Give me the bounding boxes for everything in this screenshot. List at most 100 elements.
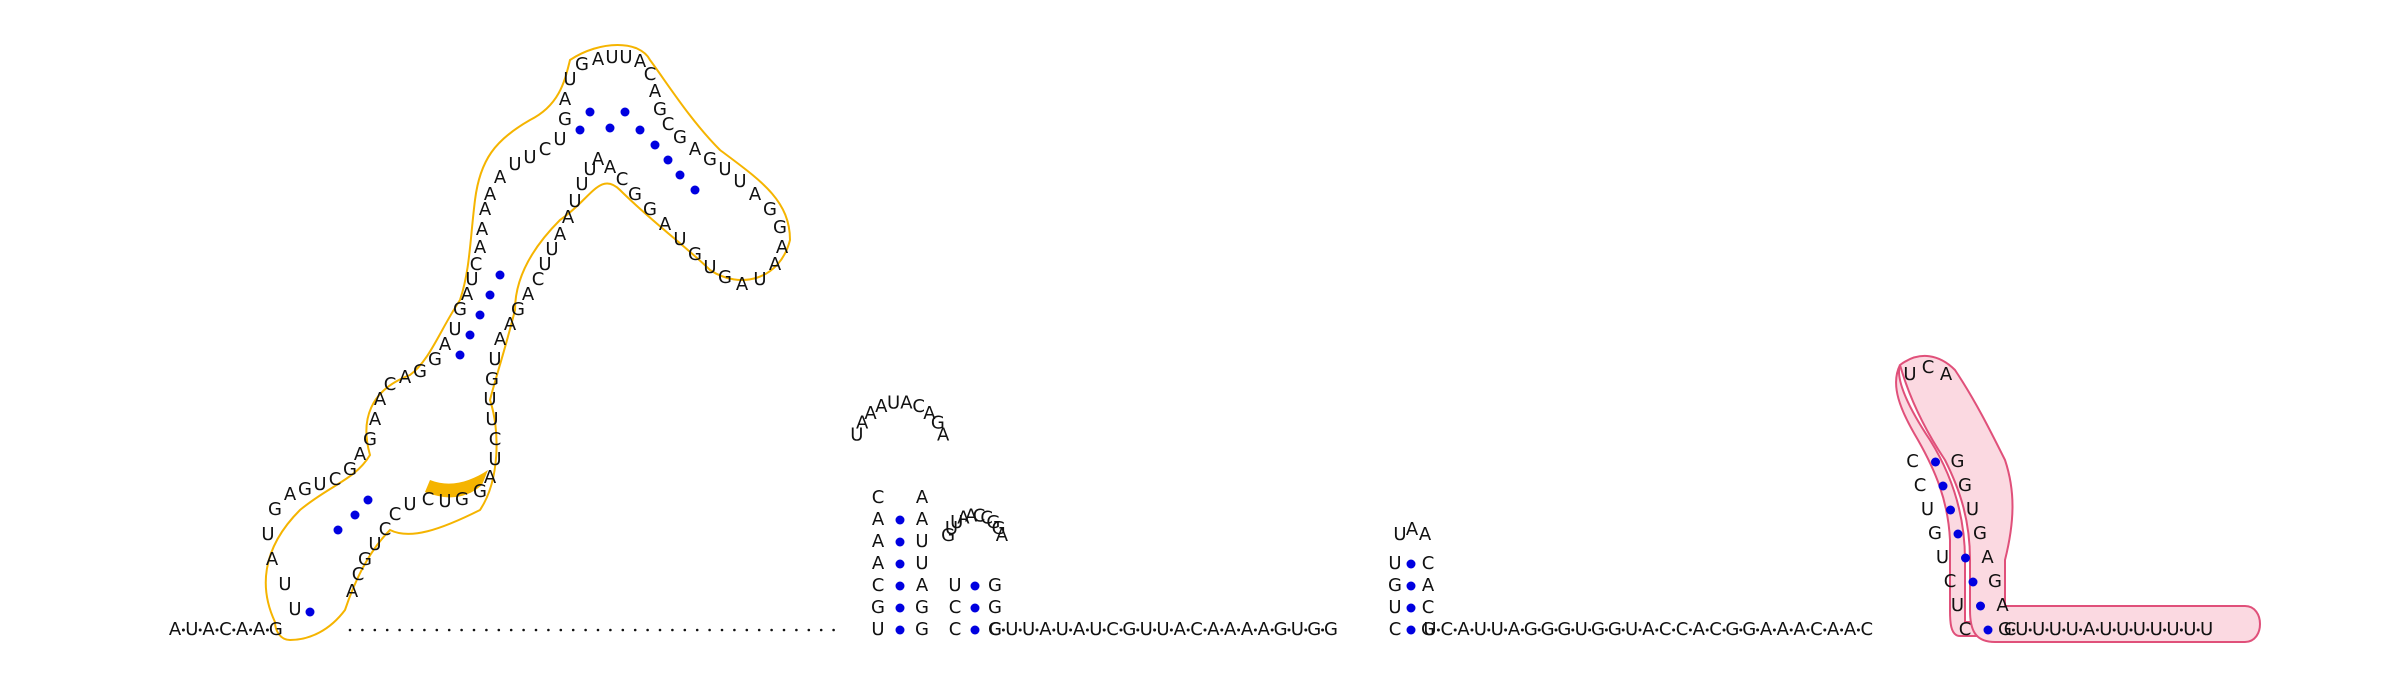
mh3-loop-nt-1: A (1406, 519, 1419, 540)
mh1-left-nt-3: A (872, 553, 885, 574)
left-region-nt-32: U (553, 129, 566, 150)
right-linker-link-15 (1688, 628, 1692, 632)
right-linker-link-17 (1722, 628, 1726, 632)
mh1-loop-nt-7: A (923, 403, 936, 424)
backbone-nt-4: A (236, 619, 249, 640)
mh2-loop-nt-7: G (986, 512, 1000, 533)
mh3-pair-3 (1406, 559, 1416, 569)
mh3-pair-0 (1406, 625, 1416, 635)
left-pair-0 (305, 607, 315, 617)
tail-link-6 (2112, 628, 2116, 632)
mh2-pair-2 (970, 581, 980, 591)
tail-nt-4: U (2066, 619, 2079, 640)
tail-nt-8: U (2133, 619, 2146, 640)
left-region-nt-85: A (484, 467, 497, 488)
right-linker-link-22 (1806, 628, 1810, 632)
left-region-nt-22: U (465, 269, 478, 290)
mh1-loop-nt-5: A (900, 392, 913, 413)
right-linker-nt-9: U (1575, 619, 1588, 640)
gap-dot (522, 628, 525, 632)
rh-left-nt-3: U (1936, 547, 1949, 568)
right-linker-nt-18: G (1725, 619, 1739, 640)
left-region-nt-13: A (374, 389, 387, 410)
left-pair-16 (675, 170, 685, 180)
left-pair-17 (690, 185, 700, 195)
mh3-pair-2 (1406, 581, 1416, 591)
right-linker-link-12 (1638, 628, 1642, 632)
left-region-nt-69: U (568, 191, 581, 212)
left-region-nt-7: U (313, 474, 326, 495)
mh1-pair-3 (895, 559, 905, 569)
rh-pair-5 (1946, 505, 1955, 515)
left-region-nt-6: G (298, 479, 312, 500)
right-linker-link-9 (1588, 628, 1592, 632)
left-region-nt-33: G (558, 109, 572, 130)
middle-linker-nt-0: G (988, 619, 1002, 640)
gap-dot (609, 628, 612, 632)
middle-linker-link-5 (1085, 628, 1089, 632)
middle-linker-link-18 (1304, 628, 1308, 632)
left-region-nt-65: A (604, 157, 617, 178)
backbone-link-2 (215, 628, 219, 632)
mh3-left-nt-2: G (1388, 575, 1402, 596)
left-region-nt-41: C (644, 64, 657, 85)
tail-link-8 (2146, 628, 2150, 632)
tail-nt-11: U (2183, 619, 2196, 640)
tail-nt-9: U (2150, 619, 2163, 640)
right-linker-nt-19: G (1742, 619, 1756, 640)
right-linker-nt-12: U (1625, 619, 1638, 640)
gap-dot (832, 628, 835, 632)
tail-link-5 (2095, 628, 2099, 632)
left-region-nt-11: G (363, 429, 377, 450)
mh1-right-nt-5: A (916, 509, 929, 530)
middle-linker-nt-1: U (1005, 619, 1018, 640)
right-linker-link-1 (1453, 628, 1457, 632)
gap-dot (348, 628, 352, 632)
right-linker-link-14 (1672, 628, 1676, 632)
tail-link-2 (2045, 628, 2049, 632)
left-region-nt-53: A (776, 237, 789, 258)
left-pair-11 (605, 123, 615, 133)
left-region-nt-94: G (358, 549, 372, 570)
left-region-nt-58: U (703, 257, 716, 278)
right-linker-nt-22: A (1793, 619, 1806, 640)
left-region-nt-54: A (769, 254, 782, 275)
mh1-right-nt-3: U (915, 553, 928, 574)
left-region-nt-16: G (413, 361, 427, 382)
backbone-link-1 (198, 628, 202, 632)
gap-dot (683, 628, 687, 632)
right-linker-link-3 (1487, 628, 1491, 632)
right-linker-nt-6: G (1524, 619, 1538, 640)
mh2-pair-1 (970, 603, 980, 613)
gap-dot (695, 628, 699, 632)
mh2-loop-nt-6: C (980, 508, 993, 529)
rh-right-nt-2: G (1988, 571, 2002, 592)
left-region-nt-52: G (773, 217, 787, 238)
tail-nt-1: U (2015, 619, 2028, 640)
gap-dot (819, 628, 823, 632)
right-linker-link-16 (1705, 628, 1709, 632)
left-region-nt-46: A (689, 139, 702, 160)
rh-pair-0 (1983, 625, 1993, 635)
left-region-nt-47: G (703, 149, 717, 170)
left-region-nt-60: U (673, 229, 686, 250)
orange-fill-highlight (425, 470, 488, 498)
middle-linker-link-11 (1186, 628, 1190, 632)
left-region-nt-67: U (583, 159, 596, 180)
backbone-nt-1: U (185, 619, 198, 640)
right-linker-nt-24: A (1827, 619, 1840, 640)
gap-dot (460, 628, 463, 632)
rh-pair-2 (1968, 577, 1978, 587)
left-region-nt-44: C (662, 114, 675, 135)
mh1-pair-2 (895, 581, 905, 591)
right-linker-link-6 (1537, 628, 1541, 632)
gap-dot (485, 628, 488, 632)
left-region-nt-76: G (511, 299, 525, 320)
left-region-nt-84: U (488, 449, 501, 470)
left-pair-8 (495, 270, 505, 280)
tail-link-3 (2062, 628, 2066, 632)
gap-dot (534, 628, 538, 632)
middle-linker-link-10 (1169, 628, 1173, 632)
backbone-nt-6: G (269, 619, 283, 640)
